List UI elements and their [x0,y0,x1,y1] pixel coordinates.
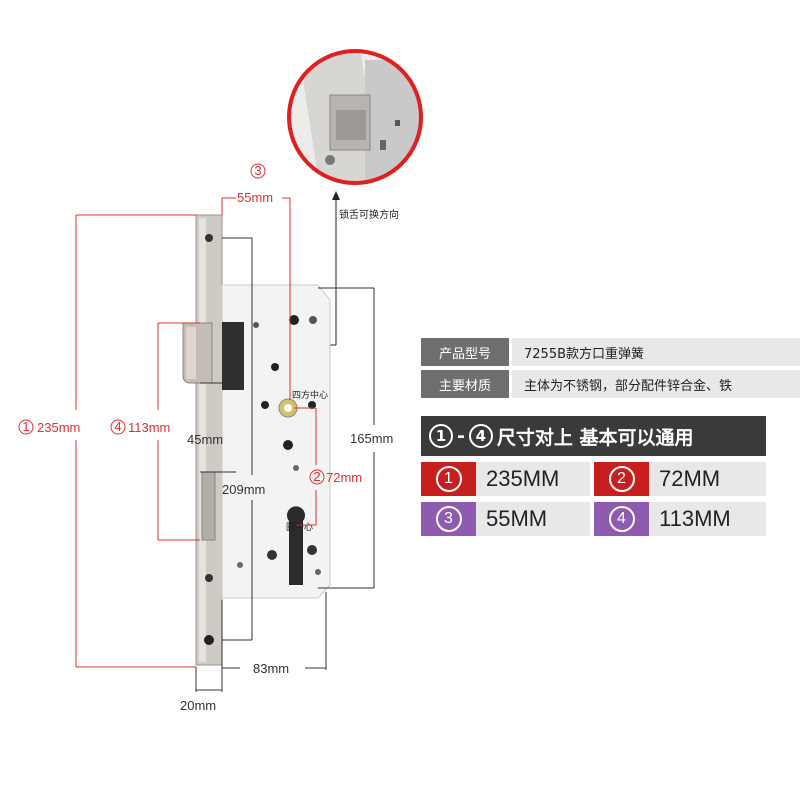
dimension-72 [294,407,317,526]
dimension-55 [221,197,291,400]
label-235: 1 235mm [18,419,80,435]
svg-text:2: 2 [313,469,320,484]
banner-text: 尺寸对上 基本可以通用 [496,426,694,449]
spec-row-model: 产品型号 7255B款方口重弹簧 [421,338,800,366]
label-55: 3 55mm [237,163,273,205]
zoom-inset [287,49,423,185]
dimension-20 [195,667,223,692]
size-value: 72MM [659,466,721,491]
lock-body [221,284,331,599]
size-badge: 3 [421,502,476,536]
spec-value: 主体为不锈钢，部分配件锌合金、铁 [512,370,800,398]
size-badge: 4 [594,502,649,536]
size-cell-2: 2 72MM [594,462,766,496]
label-round-center: 圆中心 [286,521,313,533]
label-83: 83mm [253,661,289,676]
svg-text:4: 4 [114,419,121,434]
spec-key: 主要材质 [421,370,509,398]
label-72: 2 72mm [309,469,362,485]
svg-text:55mm: 55mm [237,190,273,205]
size-value: 55MM [486,506,548,531]
size-value: 113MM [659,506,731,531]
label-209: 209mm [222,482,265,497]
svg-text:72mm: 72mm [326,470,362,485]
size-badge: 1 [421,462,476,496]
label-165: 165mm [350,431,393,446]
latch-bolt [182,322,213,384]
dimension-83 [221,592,327,670]
banner-dash: - [457,425,465,447]
faceplate [195,214,223,666]
label-45: 45mm [187,432,223,447]
dimension-165 [318,287,375,589]
size-badge: 2 [594,462,649,496]
label-square-center: 四方中心 [292,389,328,401]
dimension-209 [222,237,253,641]
banner-num-to: 4 [468,424,493,448]
dimension-235 [75,214,196,668]
spec-key: 产品型号 [421,338,509,366]
size-cell-1: 1 235MM [421,462,590,496]
svg-text:3: 3 [254,163,261,178]
callout-text: 锁舌可换方向 [339,208,399,221]
spec-row-material: 主要材质 主体为不锈钢，部分配件锌合金、铁 [421,370,800,398]
compat-banner: 1 - 4 尺寸对上 基本可以通用 [421,416,766,456]
dimension-45 [200,382,236,473]
size-cell-3: 3 55MM [421,502,590,536]
label-113: 4 113mm [110,419,170,435]
svg-text:113mm: 113mm [128,420,170,435]
spec-value: 7255B款方口重弹簧 [512,338,800,366]
size-cell-4: 4 113MM [594,502,766,536]
svg-text:1: 1 [22,419,29,434]
banner-num-from: 1 [429,424,453,448]
size-value: 235MM [486,466,560,491]
label-20: 20mm [180,698,216,713]
dimension-113 [157,322,200,541]
svg-text:235mm: 235mm [37,420,80,435]
